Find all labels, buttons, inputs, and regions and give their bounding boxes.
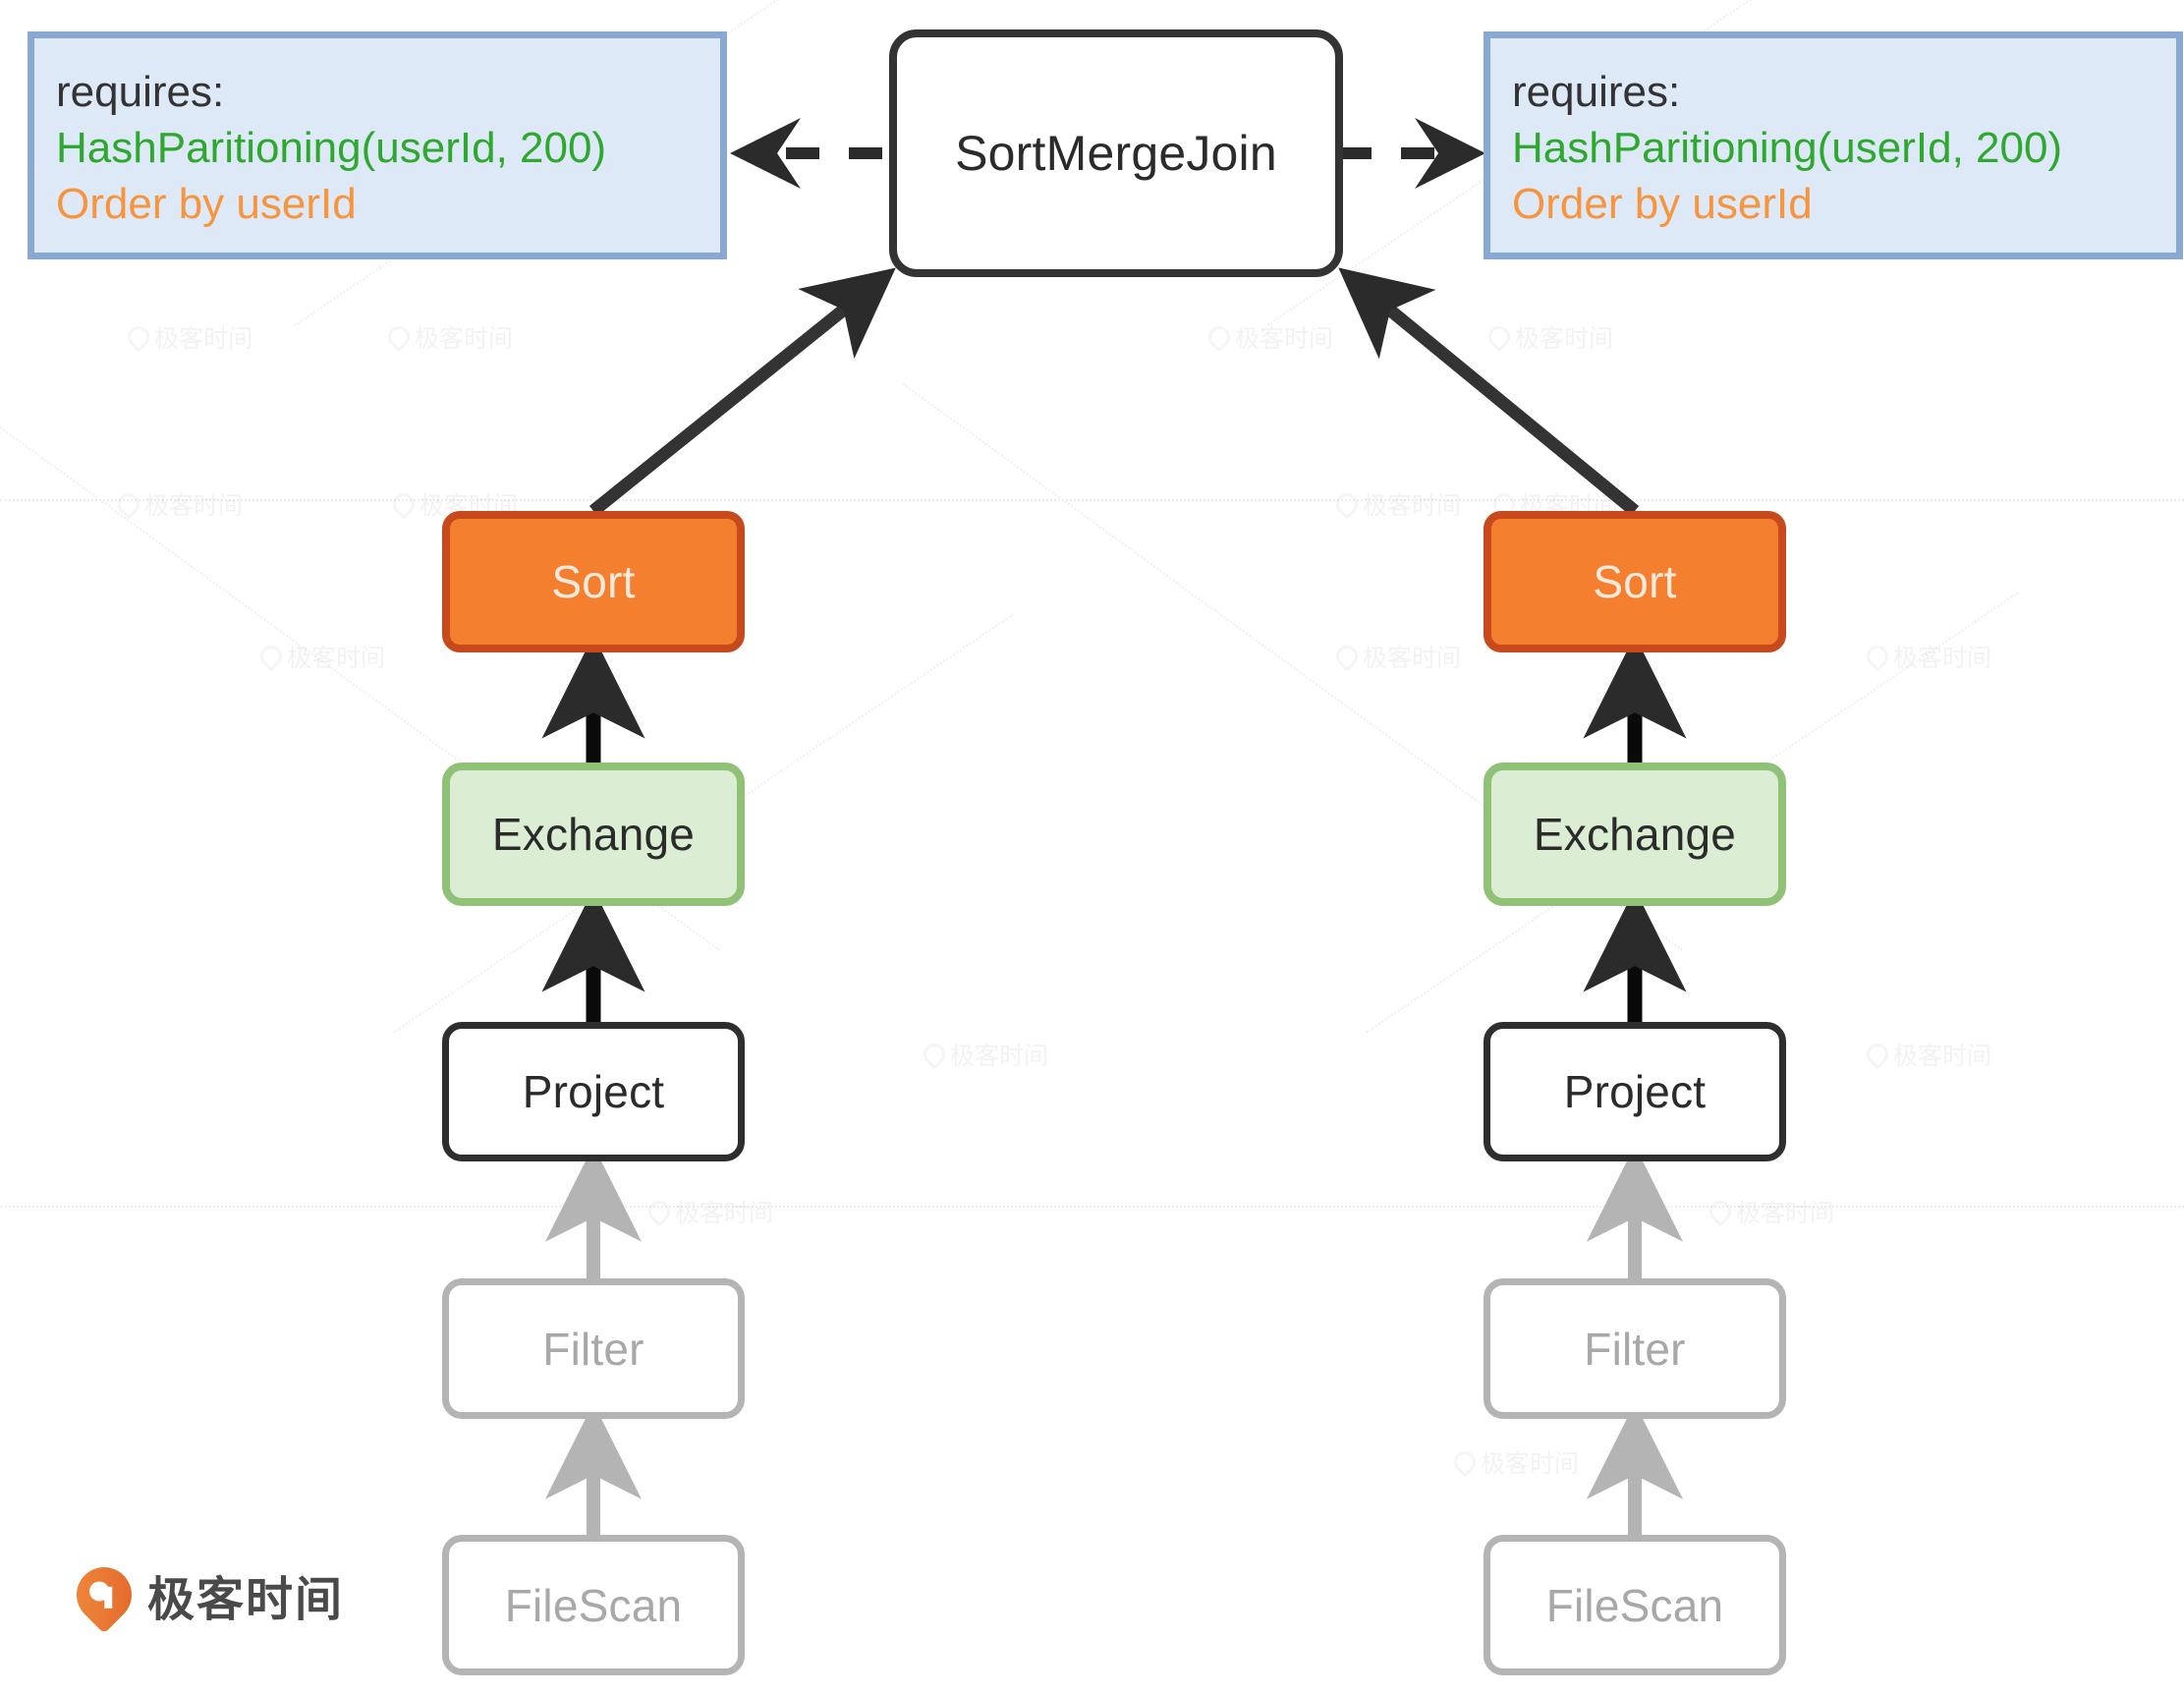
annotation-right-partitioning: HashParitioning(userId, 200) [1512, 124, 2063, 173]
annotation-box-left: requires: HashParitioning(userId, 200) O… [28, 31, 727, 259]
watermark-pin-icon [388, 488, 420, 520]
watermark-pin-icon [113, 488, 144, 520]
annotation-left-ordering: Order by userId [56, 180, 357, 229]
edge-sort-left-to-join [588, 267, 896, 517]
watermark-label: 极客时间 [675, 1199, 774, 1227]
watermark-label: 极客时间 [415, 324, 514, 353]
watermark-pin-icon [1331, 641, 1363, 672]
watermark-pin-icon [1484, 321, 1515, 353]
watermark-label: 极客时间 [1481, 1449, 1580, 1478]
node-sort-left-label: Sort [551, 556, 636, 607]
node-filter-right-label: Filter [1584, 1323, 1686, 1375]
watermark-label: 极客时间 [1515, 324, 1614, 353]
node-sortmergejoin[interactable]: SortMergeJoin [889, 29, 1343, 277]
node-exchange-left[interactable]: Exchange [442, 763, 745, 906]
node-project-left[interactable]: Project [442, 1022, 745, 1161]
annotation-left-partitioning: HashParitioning(userId, 200) [56, 124, 607, 173]
node-sortmergejoin-label: SortMergeJoin [955, 126, 1277, 181]
watermark-pin-icon [383, 321, 415, 353]
watermark-label: 极客时间 [287, 644, 386, 672]
watermark-pin-icon [1862, 641, 1893, 672]
node-sort-right-label: Sort [1593, 556, 1677, 607]
watermark-pin-icon [644, 1196, 675, 1227]
node-filescan-left[interactable]: FileScan [442, 1535, 745, 1675]
watermark-label: 极客时间 [1893, 644, 1992, 672]
edge-sort-right-to-join [1338, 267, 1640, 517]
node-project-right[interactable]: Project [1484, 1022, 1786, 1161]
node-filter-left[interactable]: Filter [442, 1278, 745, 1419]
watermark-pin-icon [1204, 321, 1235, 353]
watermark-pin-icon [1862, 1039, 1893, 1070]
node-exchange-right-label: Exchange [1533, 809, 1737, 860]
watermark-pin-icon [1705, 1196, 1736, 1227]
watermark-label: 极客时间 [950, 1042, 1049, 1070]
geektime-logo: 极客时间 [65, 1555, 345, 1634]
watermark-pin-icon [255, 641, 287, 672]
node-filescan-right-label: FileScan [1545, 1579, 1724, 1631]
watermark-label: 极客时间 [144, 491, 244, 520]
node-exchange-left-label: Exchange [491, 809, 696, 860]
watermark-label: 极客时间 [1235, 324, 1334, 353]
watermark-label: 极客时间 [1893, 1042, 1992, 1070]
node-filescan-right[interactable]: FileScan [1484, 1535, 1786, 1675]
watermark-label: 极客时间 [1736, 1199, 1835, 1227]
geektime-pin-icon [65, 1555, 143, 1634]
watermark-pin-icon [919, 1039, 950, 1070]
node-sort-left[interactable]: Sort [442, 511, 745, 652]
watermark-label: 极客时间 [1363, 491, 1462, 520]
watermark-pin-icon [1331, 488, 1363, 520]
annotation-right-ordering: Order by userId [1512, 180, 1813, 229]
node-project-right-label: Project [1563, 1066, 1707, 1117]
watermark-pin-icon [1449, 1446, 1481, 1478]
node-project-left-label: Project [522, 1066, 665, 1117]
node-filescan-left-label: FileScan [504, 1579, 683, 1631]
node-exchange-right[interactable]: Exchange [1484, 763, 1786, 906]
node-filter-left-label: Filter [542, 1323, 644, 1375]
watermark-label: 极客时间 [1363, 644, 1462, 672]
annotation-left-title: requires: [56, 68, 225, 116]
watermark-pin-icon [123, 321, 154, 353]
annotation-right-title: requires: [1512, 68, 1681, 116]
geektime-logo-label: 极客时间 [147, 1572, 345, 1627]
watermark-label: 极客时间 [154, 324, 253, 353]
node-filter-right[interactable]: Filter [1484, 1278, 1786, 1419]
node-sort-right[interactable]: Sort [1484, 511, 1786, 652]
annotation-box-right: requires: HashParitioning(userId, 200) O… [1484, 31, 2183, 259]
